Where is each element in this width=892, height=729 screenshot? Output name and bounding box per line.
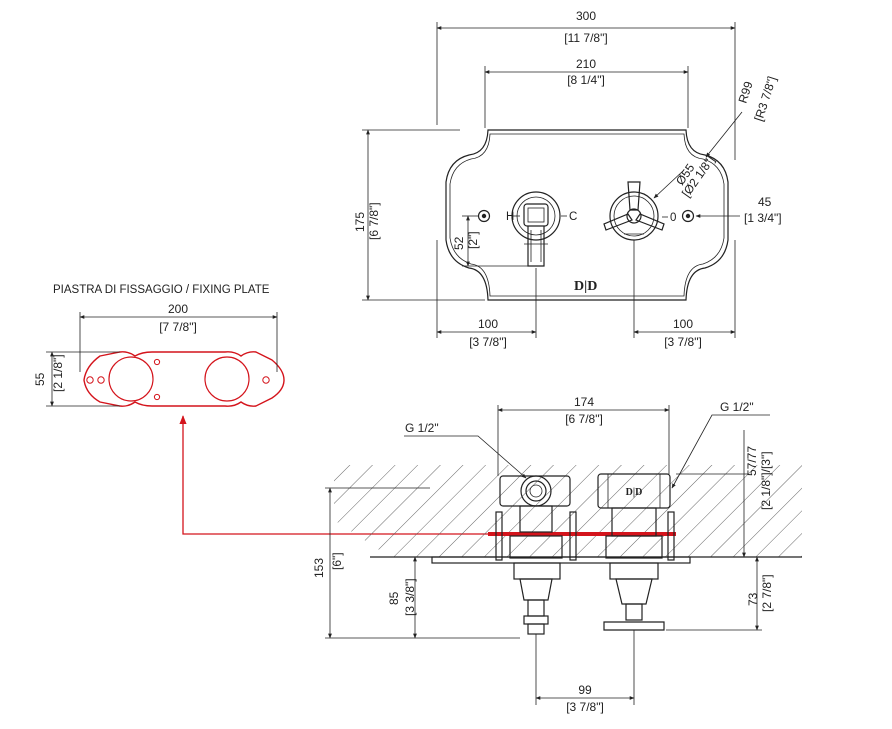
dim-spacing-in: [3 7/8"] (566, 700, 604, 714)
dim-body-width: 174 (574, 395, 594, 409)
right-connection-label: G 1/2" (720, 400, 754, 414)
dim-right-center: 100 (673, 317, 693, 331)
dim-corner-radius-in: [R3 7/8"] (752, 75, 780, 123)
plate-hole-left (108, 356, 154, 402)
dim-plate-height: 55 (33, 372, 47, 386)
dim-depth-range: 57/77 (745, 446, 759, 476)
dim-handle-offset: 52 (452, 236, 466, 250)
dim-inner-width-in: [8 1/4"] (567, 73, 605, 87)
dim-plate-height-in: [2 1/8"] (51, 354, 65, 392)
dim-corner-radius: R99 (736, 79, 756, 105)
left-connection-label: G 1/2" (405, 421, 439, 435)
dim-left-center: 100 (478, 317, 498, 331)
dim-spacing: 99 (578, 683, 592, 697)
brand-logo: D|D (574, 279, 597, 294)
dim-handle-offset-in: [2"] (466, 231, 480, 249)
dim-right-center-in: [3 7/8"] (664, 335, 702, 349)
lever-handle (511, 191, 561, 267)
dim-left-projection-in: [3 3/8"] (403, 578, 417, 616)
dim-height-in: [6 7/8"] (367, 202, 381, 240)
dim-overall-width: 300 (576, 9, 596, 23)
dim-knob-depth: 45 (758, 195, 772, 209)
dim-right-projection: 73 (746, 592, 760, 606)
dim-left-projection: 85 (387, 591, 401, 605)
front-plate-inner-outline (449, 133, 725, 297)
dim-left-center-in: [3 7/8"] (469, 335, 507, 349)
dim-total-depth: 153 (312, 558, 326, 578)
front-view: H C 0 D|D 300 (353, 9, 782, 349)
side-logo: D|D (626, 487, 643, 498)
dim-depth-range-in: [2 1/8"]/[3"] (759, 451, 773, 510)
fixing-plate-section (488, 532, 676, 536)
front-plate-outline (445, 129, 729, 301)
fixing-plate-outline (83, 351, 285, 407)
left-valve-body (495, 475, 577, 561)
dim-body-width-in: [6 7/8"] (565, 412, 603, 426)
cold-mark: C (569, 211, 577, 223)
dim-knob-depth-in: [1 3/4"] (744, 211, 782, 225)
right-valve-body: D|D (597, 473, 675, 561)
plate-hole-right (204, 356, 250, 402)
dim-plate-width-in: [7 7/8"] (159, 320, 197, 334)
cross-knob (603, 181, 665, 241)
left-lever-side (513, 562, 561, 635)
fixing-plate-title: PIASTRA DI FISSAGGIO / FIXING PLATE (53, 284, 270, 296)
dim-inner-width: 210 (576, 57, 596, 71)
screw-icon (477, 209, 491, 223)
screw-icon (681, 209, 695, 223)
dim-overall-width-in: [11 7/8"] (564, 31, 607, 45)
side-view: D|D 174 [6 7/8"] G 1/2" G (312, 395, 802, 714)
dim-right-projection-in: [2 7/8"] (760, 574, 774, 612)
dim-plate-width: 200 (168, 302, 188, 316)
dim-height: 175 (353, 212, 367, 232)
dim-total-depth-in: [6"] (330, 552, 344, 570)
zero-mark: 0 (670, 212, 676, 224)
right-knob-side (603, 562, 665, 631)
hot-mark: H (506, 211, 514, 223)
wall-hatch (334, 465, 802, 557)
